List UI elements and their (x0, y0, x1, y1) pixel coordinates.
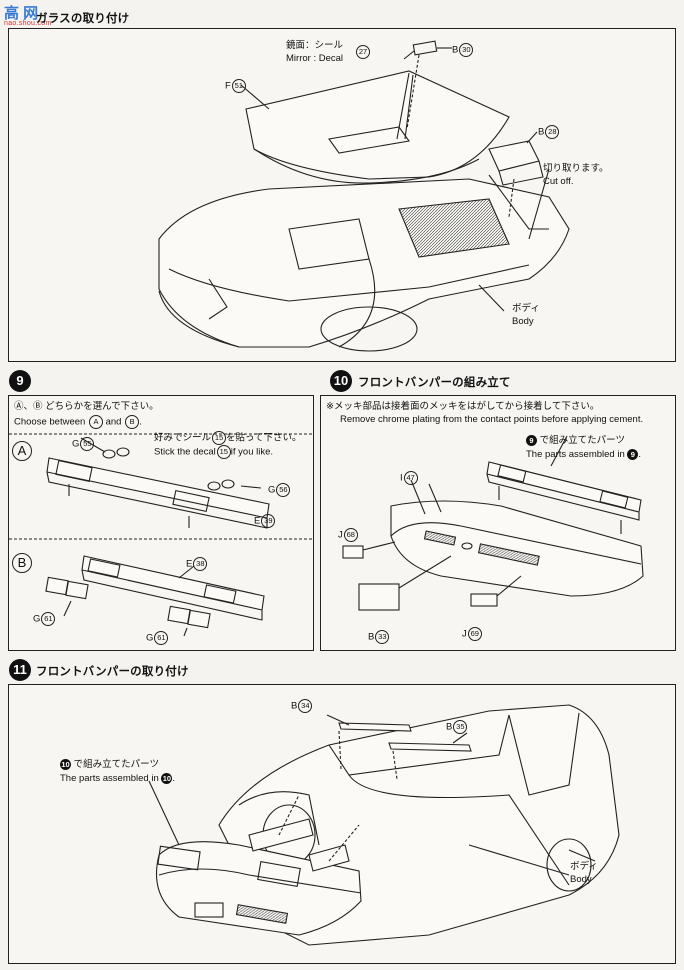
part-number-g55: 55 (80, 437, 95, 451)
step-11-drawing (148, 704, 620, 946)
part-number-j68: 68 (343, 528, 358, 542)
option-b-marker: B (12, 553, 32, 573)
cut-off-label-jp: 切り取ります。 (543, 163, 609, 174)
step-10-number: 10 (330, 370, 352, 392)
step-9-number: 9 (9, 370, 31, 392)
body-label-jp: ボディ (512, 303, 540, 314)
step-9-panel (8, 395, 314, 651)
section-glass-heading: ガラスの取り付け (36, 13, 130, 25)
part-number-i47: 47 (403, 471, 418, 485)
part-number-b30: 30 (459, 43, 474, 57)
step-9-ref-badge-en: 9 (627, 449, 639, 460)
step-10-assembled-jp: 9 で組み立てたパーツ (526, 435, 625, 446)
part-number-e39: 39 (261, 514, 276, 528)
part-number-b34: 34 (298, 699, 313, 713)
part-number-b35: 35 (453, 720, 468, 734)
glass-installation-panel (8, 28, 676, 362)
body-label-en-step-11: Body (570, 874, 592, 885)
step-10-assembled-en: The parts assembled in 9. (526, 449, 642, 461)
mirror-decal-number: 27 (356, 45, 370, 59)
part-number-e38: 38 (193, 557, 208, 571)
step-11-heading: フロントバンパーの取り付け (36, 666, 189, 678)
mirror-label-en: Mirror : Decal (286, 53, 344, 64)
body-label-jp-step-11: ボディ (570, 861, 598, 872)
choice-a-marker-small: A (88, 415, 103, 429)
part-number-g56: 56 (276, 483, 291, 497)
part-number-g61-left: 61 (41, 612, 56, 626)
step-10-ref-badge: 10 (60, 759, 71, 770)
step-10-drawing (342, 435, 644, 611)
watermark-url: nao.shou.com (4, 20, 52, 27)
step-11-assembled-jp: 10 で組み立てたパーツ (60, 759, 159, 771)
glass-installation-drawing (158, 40, 570, 352)
part-number-b28: 28 (545, 125, 560, 139)
part-number-f51: 51 (231, 79, 246, 93)
choice-b-marker-small: B (125, 415, 140, 429)
decal-number-15-en: 15 (216, 445, 231, 459)
cut-off-label-en: Cut off. (543, 176, 574, 187)
watermark-logo: 高 网 (4, 5, 39, 22)
part-number-g61-right: 61 (154, 631, 169, 645)
part-number-b33: 33 (375, 630, 390, 644)
body-label-en: Body (512, 316, 534, 327)
step-10-heading: フロントバンパーの組み立て (358, 377, 511, 389)
step-9-instruction-en: Choose between A and B. (14, 415, 142, 429)
step-10-note-jp: ※メッキ部品は接着面のメッキをはがしてから接着して下さい。 (326, 401, 600, 412)
decal-number-15: 15 (212, 431, 227, 445)
step-11-number: 11 (9, 659, 31, 681)
step-9-instruction-jp: Ⓐ、Ⓑ どちらかを選んで下さい。 (14, 401, 159, 412)
step-9-drawing (9, 433, 313, 637)
step-10-note-en: Remove chrome plating from the contact p… (340, 414, 644, 425)
step-11-panel (8, 684, 676, 964)
step-10-ref-badge-en: 10 (161, 773, 173, 784)
step-9-ref-badge: 9 (526, 435, 537, 446)
step-11-assembled-en: The parts assembled in 10. (60, 773, 176, 785)
option-a-marker: A (12, 441, 32, 461)
mirror-label-jp: 鏡面：シール (286, 40, 344, 51)
part-number-j69: 69 (467, 627, 482, 641)
step-10-panel (320, 395, 676, 651)
